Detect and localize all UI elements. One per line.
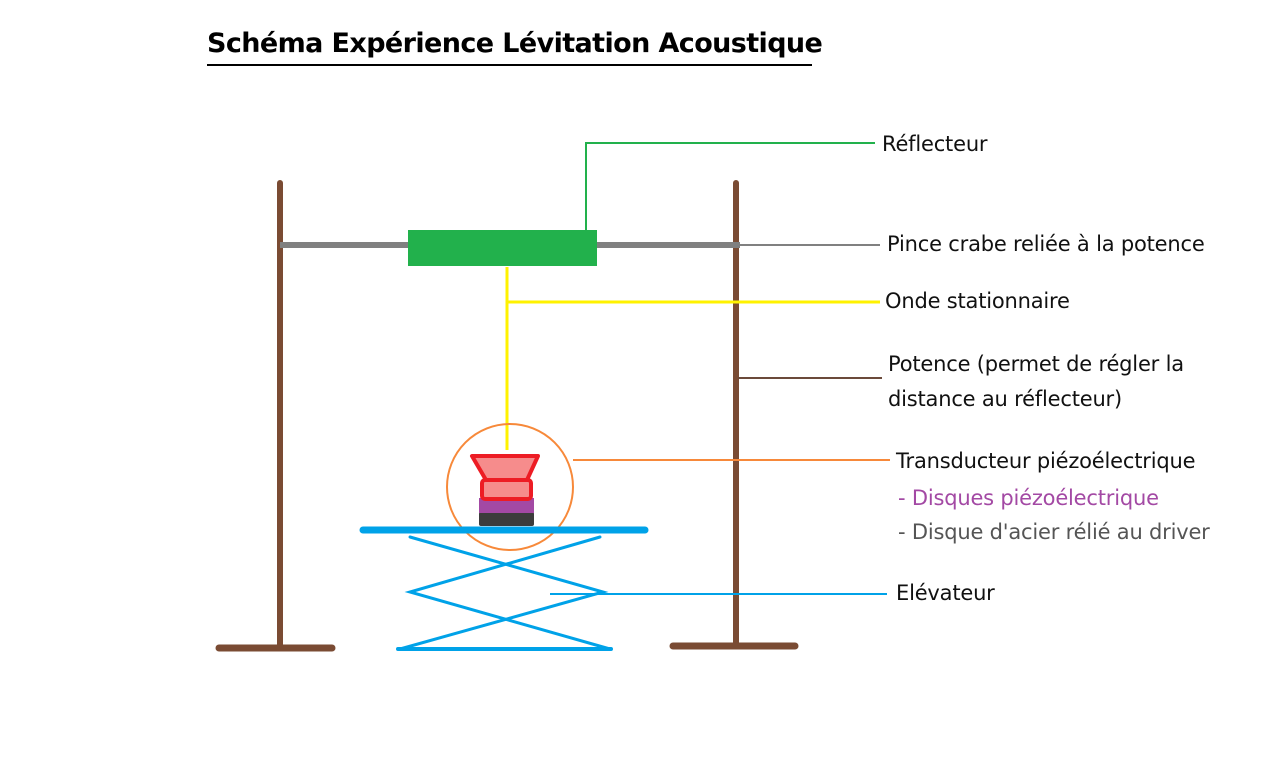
steel-disc xyxy=(479,512,534,526)
label-onde-stationnaire: Onde stationnaire xyxy=(885,289,1070,313)
label-potence: Potence (permet de régler la distance au… xyxy=(888,347,1184,417)
label-transducteur: Transducteur piézoélectrique xyxy=(896,449,1196,473)
transducer-body xyxy=(480,478,533,501)
elevator-scissor-left xyxy=(398,535,609,651)
left-stand xyxy=(215,180,336,652)
label-reflecteur: Réflecteur xyxy=(882,132,988,156)
label-potence-line1: Potence (permet de régler la xyxy=(888,352,1184,376)
label-pince-crabe: Pince crabe reliée à la potence xyxy=(887,232,1205,256)
transducer-horn xyxy=(470,454,540,482)
elevator-scissor-right xyxy=(404,535,612,651)
reflector-leader-line xyxy=(585,142,875,230)
elevator xyxy=(359,526,649,651)
reflector xyxy=(408,230,597,266)
transducer-highlight-circle xyxy=(446,423,574,551)
diagram-title: Schéma Expérience Lévitation Acoustique xyxy=(207,28,823,59)
piezo-disc xyxy=(479,498,534,513)
label-disque-acier: - Disque d'acier rélié au driver xyxy=(898,520,1210,544)
right-stand xyxy=(669,180,799,650)
label-disques-piezo: - Disques piézoélectrique xyxy=(898,486,1159,510)
label-potence-line2: distance au réflecteur) xyxy=(888,387,1122,411)
transducer xyxy=(470,454,540,526)
label-elevateur: Elévateur xyxy=(896,581,995,605)
title-underline xyxy=(207,64,812,66)
